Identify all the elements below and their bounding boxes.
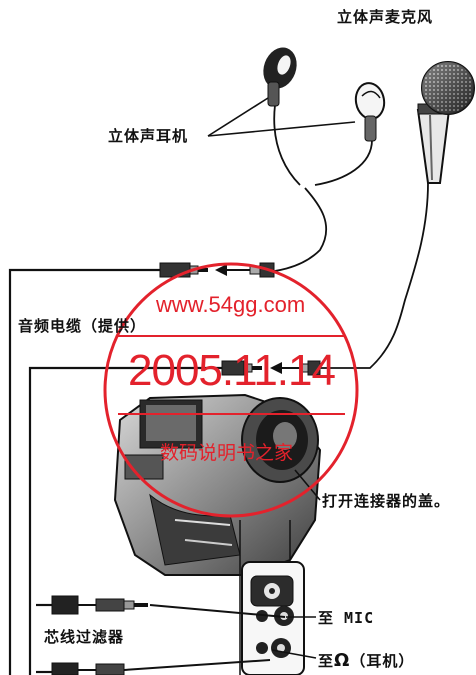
to-mic-label: 至 MIC [318, 609, 375, 627]
microphone-cable [318, 182, 429, 369]
stamp-circle [103, 262, 359, 518]
stamp-date: 2005.11.14 [128, 346, 336, 395]
handheld-microphone-icon [416, 61, 475, 184]
connector-panel-icon [239, 520, 305, 675]
label-pointers [207, 97, 356, 659]
ferrite-core-icon [51, 595, 286, 675]
stereo-microphone-label: 立体声麦克风 [337, 8, 434, 26]
camcorder-icon [113, 393, 322, 576]
stamp-url: www.54gg.com [156, 292, 306, 317]
stamp-name: 数码说明书之家 [160, 442, 294, 464]
audio-cable-label: 音频电缆（提供） [18, 317, 147, 335]
core-filter-label: 芯线过滤器 [44, 628, 125, 646]
cover-pointer-line [294, 469, 321, 501]
to-headphones-suffix: （耳机） [350, 652, 415, 670]
stereo-headphones-label: 立体声耳机 [108, 127, 189, 145]
to-headphones-label: 至Ω（耳机） [318, 650, 414, 671]
to-headphones-prefix: 至 [318, 652, 335, 670]
cable-lines [8, 268, 222, 675]
headphone-symbol-icon: Ω [334, 650, 351, 671]
open-cover-label: 打开连接器的盖。 [322, 492, 451, 510]
earbud-right-icon [354, 82, 386, 142]
middle-cable-plug [221, 360, 321, 376]
earbud-left-icon [263, 47, 297, 107]
